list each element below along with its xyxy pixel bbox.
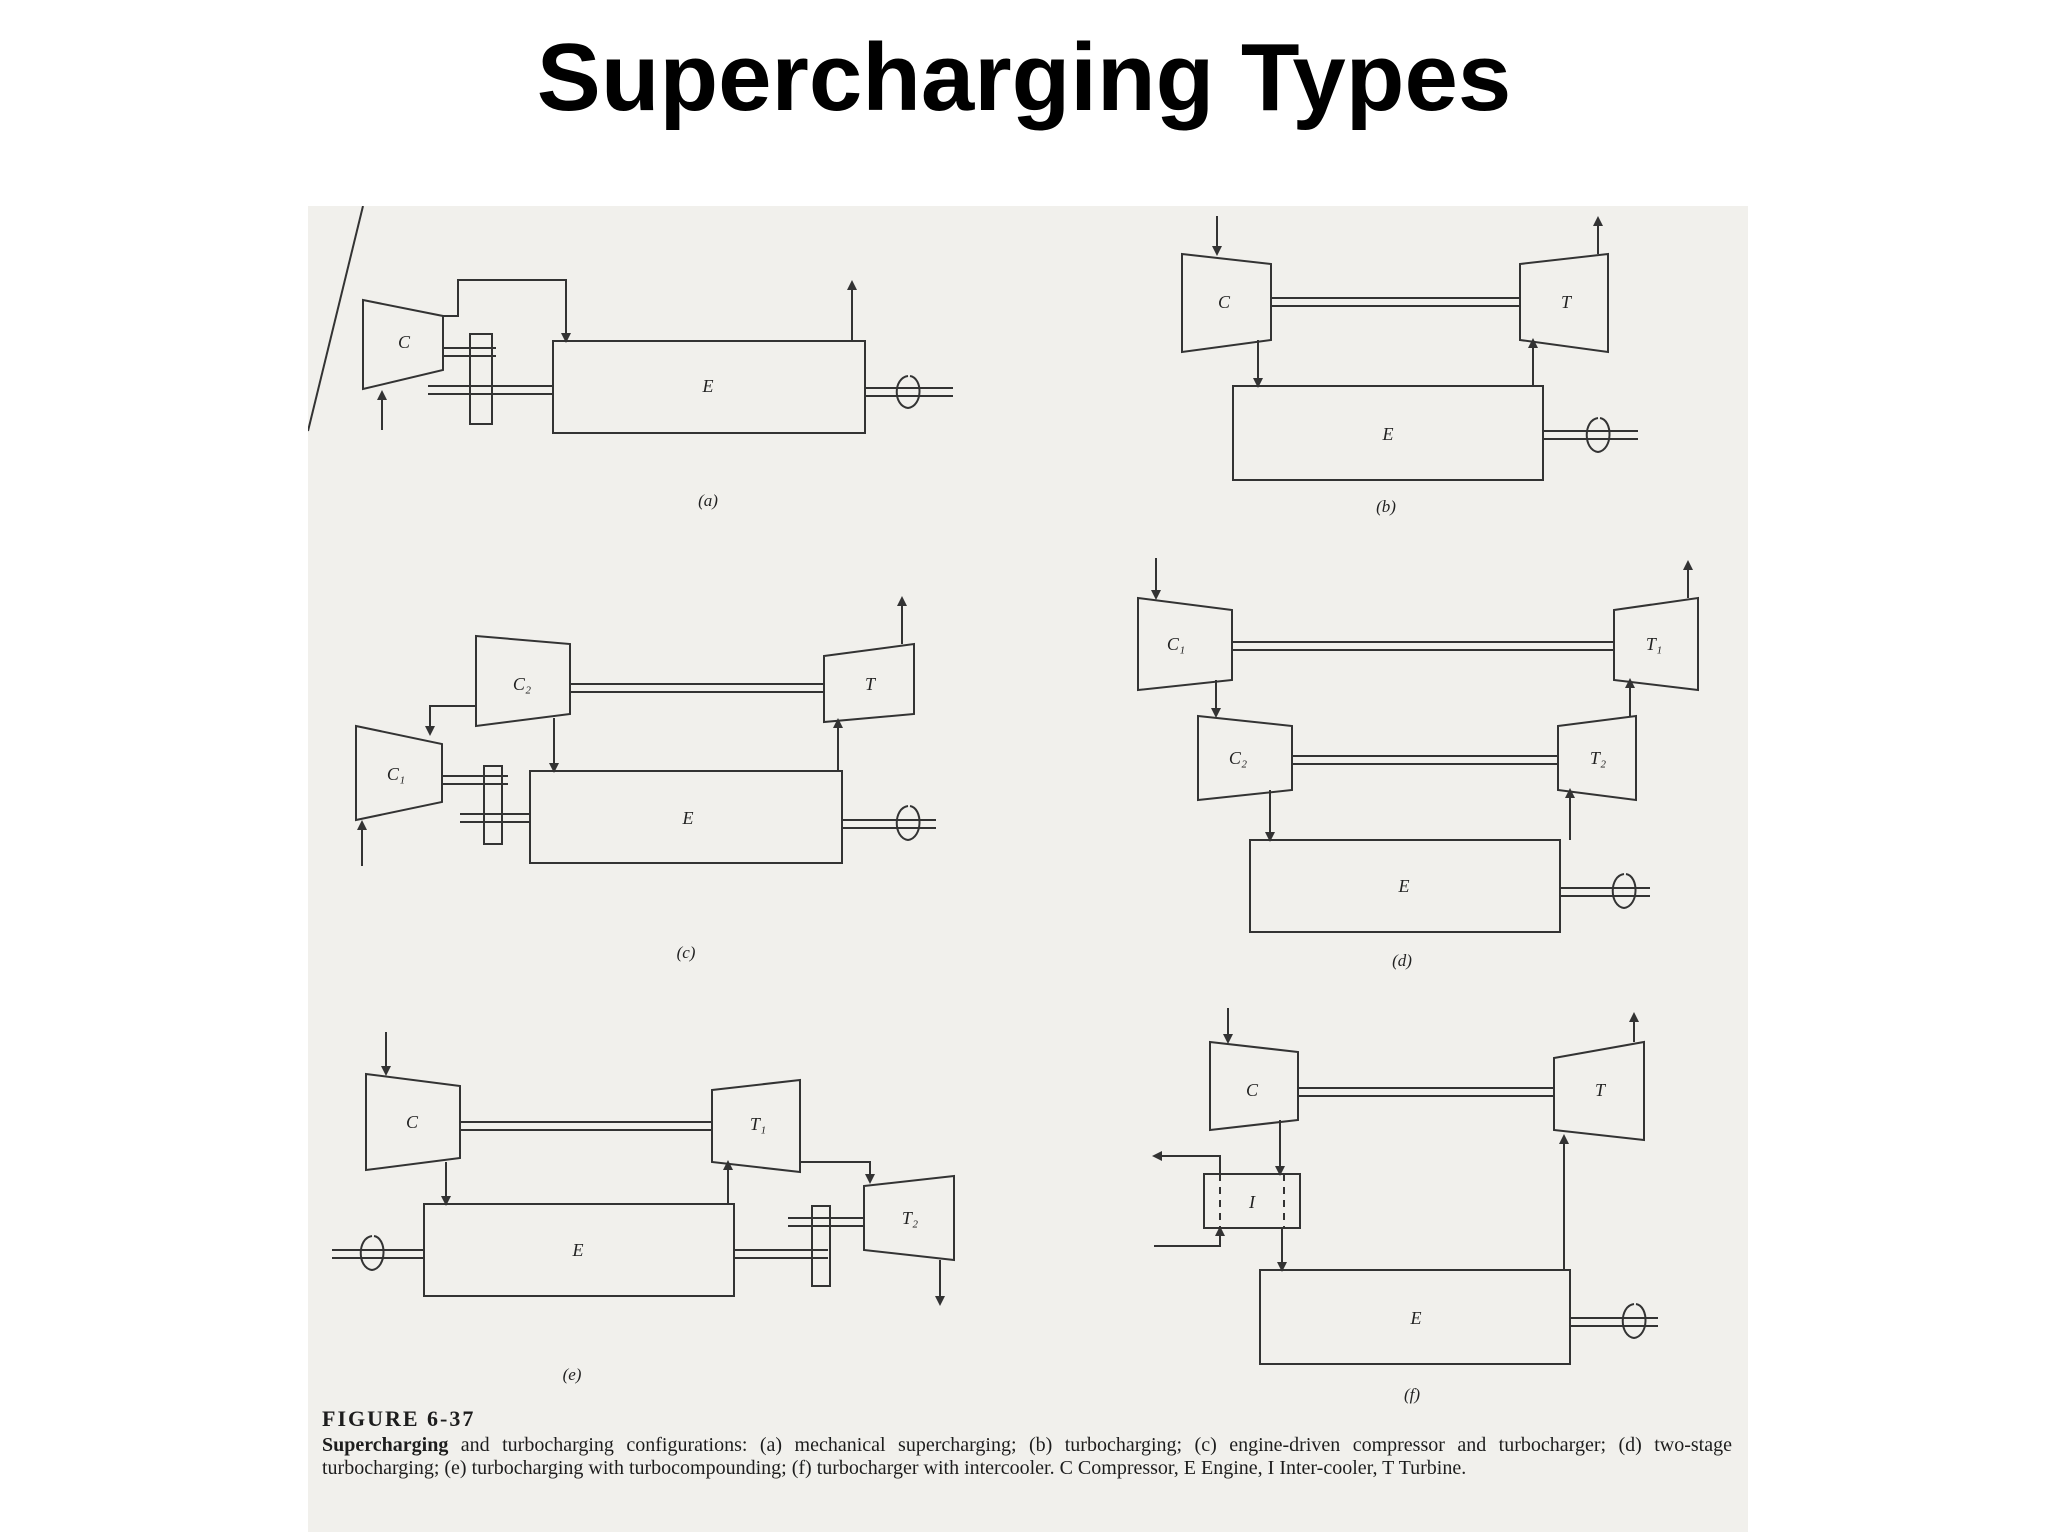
compressor-label: C	[1246, 1080, 1259, 1100]
engine-label: E	[702, 376, 714, 396]
intercooler-label: I	[1248, 1192, 1256, 1212]
turbine-label: T	[1561, 292, 1573, 312]
compressor-1-label: C₁	[387, 764, 405, 784]
engine-block	[1232, 385, 1544, 481]
engine-label: E	[572, 1240, 584, 1260]
figure-caption: FIGURE 6-37 Supercharging and turbocharg…	[322, 1406, 1732, 1480]
caption-text: Supercharging and turbocharging configur…	[322, 1434, 1732, 1480]
compressor-label: C	[398, 332, 411, 352]
diagram-f	[1152, 1008, 1658, 1365]
engine-block	[1249, 839, 1561, 933]
gear-drive	[483, 765, 503, 845]
scanned-figure: C E (a) C T E (b) C₂ T C₁ E (c) C₁ T₁ C₂…	[308, 206, 1748, 1532]
diagram-a	[308, 206, 953, 434]
engine-label: E	[1410, 1308, 1422, 1328]
diagram-tag: (d)	[1392, 951, 1412, 970]
compressor-symbol	[1181, 252, 1272, 354]
diagram-tag: (a)	[698, 491, 718, 510]
rotation-arrow	[1611, 873, 1637, 910]
caption-lead: Supercharging	[322, 1434, 449, 1456]
compressor-2-label: C₂	[513, 674, 531, 694]
diagram-e	[332, 1032, 955, 1306]
compressor-symbol	[362, 298, 444, 391]
gear-drive	[469, 333, 493, 425]
diagram-c	[355, 596, 936, 866]
compressor-symbol	[365, 1072, 461, 1172]
intercooler-block	[1203, 1173, 1301, 1229]
diagram-tag: (f)	[1404, 1385, 1420, 1404]
turbine-label: T	[1595, 1080, 1607, 1100]
compressor-1-symbol	[1137, 596, 1233, 692]
figure-number: FIGURE 6-37	[322, 1406, 476, 1431]
air-line	[443, 279, 571, 343]
engine-label: E	[1382, 424, 1394, 444]
page-title: Supercharging Types	[536, 24, 1512, 131]
engine-label: E	[682, 808, 694, 828]
compressor-label: C	[406, 1112, 419, 1132]
rotation-arrow	[1585, 417, 1611, 454]
compressor-2-symbol	[1197, 714, 1293, 802]
turbine-2-symbol	[863, 1174, 955, 1262]
engine-block	[529, 770, 843, 864]
gear-drive	[811, 1205, 831, 1287]
turbine-2-symbol	[1557, 714, 1637, 802]
compressor-label: C	[1218, 292, 1231, 312]
turbine-2-label: T₂	[1590, 748, 1606, 768]
compressor-symbol	[1209, 1040, 1299, 1132]
turbine-1-symbol	[1613, 596, 1699, 692]
compressor-2-symbol	[475, 634, 571, 728]
compressor-1-symbol	[355, 724, 443, 822]
turbine-1-symbol	[711, 1078, 801, 1174]
turbine-1-label: T₁	[1646, 634, 1662, 654]
turbine-2-label: T₂	[902, 1208, 918, 1228]
diagram-tag: (c)	[677, 943, 696, 962]
compressor-1-label: C₁	[1167, 634, 1185, 654]
diagram-b	[1181, 216, 1638, 481]
turbine-symbol	[1553, 1040, 1645, 1142]
rotation-arrow	[359, 1235, 385, 1272]
rotation-arrow	[895, 805, 921, 842]
diagram-tag: (b)	[1376, 497, 1396, 516]
diagram-tag: (e)	[563, 1365, 582, 1384]
caption-body: and turbocharging configurations: (a) me…	[322, 1434, 1732, 1479]
engine-label: E	[1398, 876, 1410, 896]
rotation-arrow	[895, 375, 921, 410]
rotation-arrow	[1621, 1303, 1647, 1340]
turbine-1-label: T₁	[750, 1114, 766, 1134]
turbine-label: T	[865, 674, 877, 694]
turbine-symbol	[823, 642, 915, 724]
turbine-symbol	[1519, 252, 1609, 354]
diagram-d	[1137, 558, 1699, 933]
compressor-2-label: C₂	[1229, 748, 1247, 768]
